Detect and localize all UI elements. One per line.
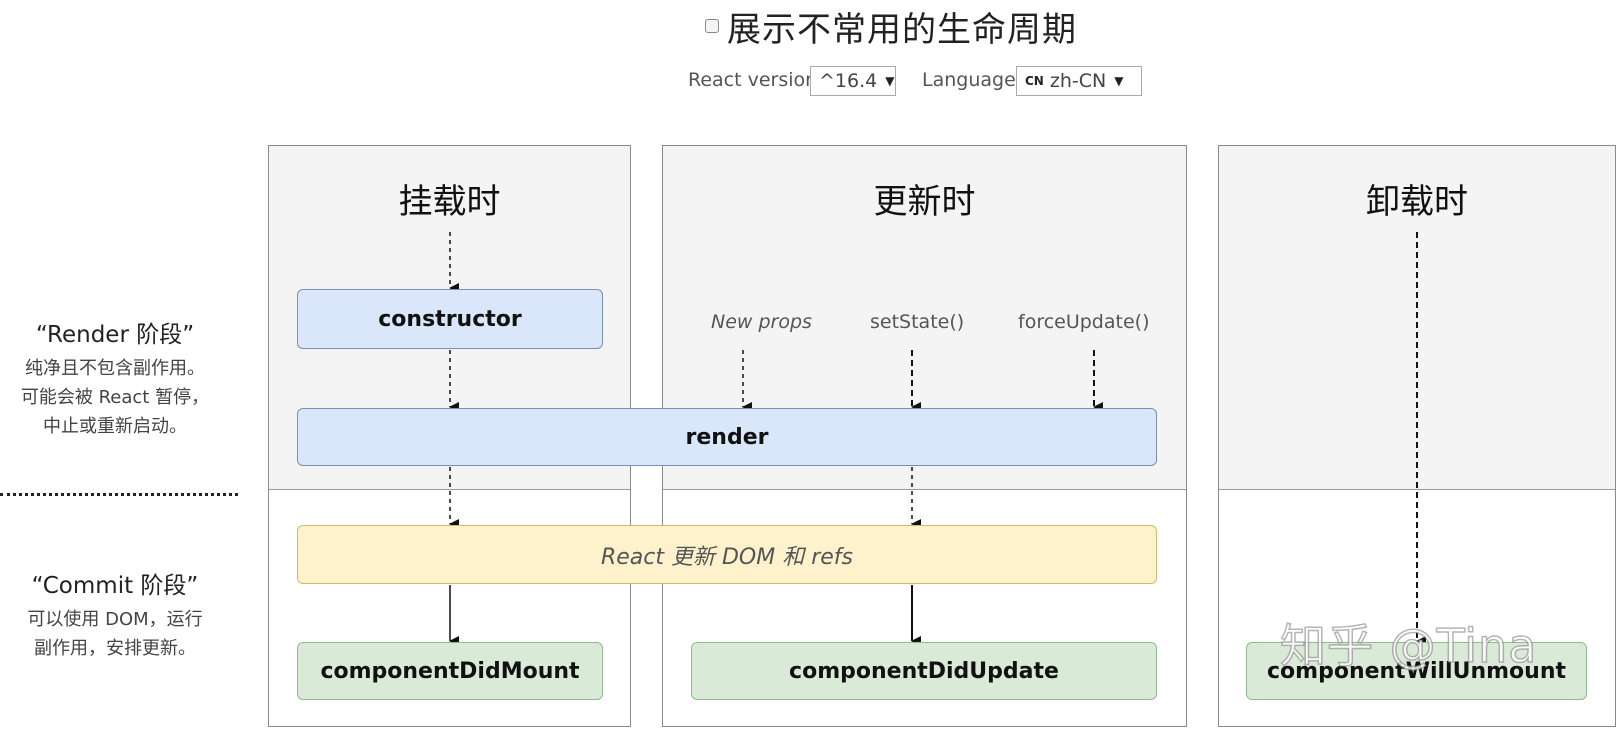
updating-title: 更新时 <box>873 182 976 222</box>
render-phase-title: “Render 阶段” <box>35 322 195 348</box>
commit-phase-title: “Commit 阶段” <box>31 573 199 599</box>
render-phase-desc: 纯净且不包含副作用。 可能会被 React 暂停， 中止或重新启动。 <box>0 354 230 441</box>
react-version-value: ^16.4 <box>819 70 878 92</box>
commit-phase-desc-line: 可以使用 DOM，运行 <box>27 609 203 630</box>
cn-flag-icon: CN <box>1025 74 1044 88</box>
react-version-select[interactable]: ^16.4 ▼ <box>810 66 896 96</box>
language-value: zh-CN <box>1049 70 1107 92</box>
constructor-box: constructor <box>297 289 603 349</box>
react-version-label: React version <box>688 69 818 91</box>
component-did-mount-box: componentDidMount <box>297 642 603 700</box>
chevron-down-icon: ▼ <box>1114 74 1124 88</box>
commit-phase-desc: 可以使用 DOM，运行 副作用，安排更新。 <box>0 605 230 663</box>
render-phase-desc-line: 可能会被 React 暂停， <box>20 387 210 408</box>
show-uncommon-checkbox[interactable] <box>705 19 719 33</box>
trigger-new-props: New props <box>711 311 812 333</box>
unmounting-title: 卸载时 <box>1366 182 1468 222</box>
language-select[interactable]: CN zh-CN ▼ <box>1016 66 1142 96</box>
watermark-text: 知乎 @Tina <box>1279 618 1538 674</box>
show-uncommon-toggle[interactable]: 展示不常用的生命周期 <box>705 4 1077 50</box>
phase-divider <box>0 493 238 496</box>
mounting-title: 挂载时 <box>398 182 501 222</box>
chevron-down-icon: ▼ <box>885 74 895 88</box>
header-title: 展示不常用的生命周期 <box>727 9 1077 50</box>
component-will-unmount-box: componentWillUnmount <box>1246 642 1587 700</box>
component-did-update-box: componentDidUpdate <box>691 642 1157 700</box>
trigger-set-state: setState() <box>870 311 965 333</box>
language-label: Language <box>922 69 1016 91</box>
trigger-force-update: forceUpdate() <box>1018 311 1150 333</box>
react-updates-dom-box: React 更新 DOM 和 refs <box>297 525 1157 584</box>
render-phase-desc-line: 纯净且不包含副作用。 <box>25 358 205 379</box>
render-phase-desc-line: 中止或重新启动。 <box>43 416 187 437</box>
render-box: render <box>297 408 1157 466</box>
commit-phase-desc-line: 副作用，安排更新。 <box>34 638 196 659</box>
